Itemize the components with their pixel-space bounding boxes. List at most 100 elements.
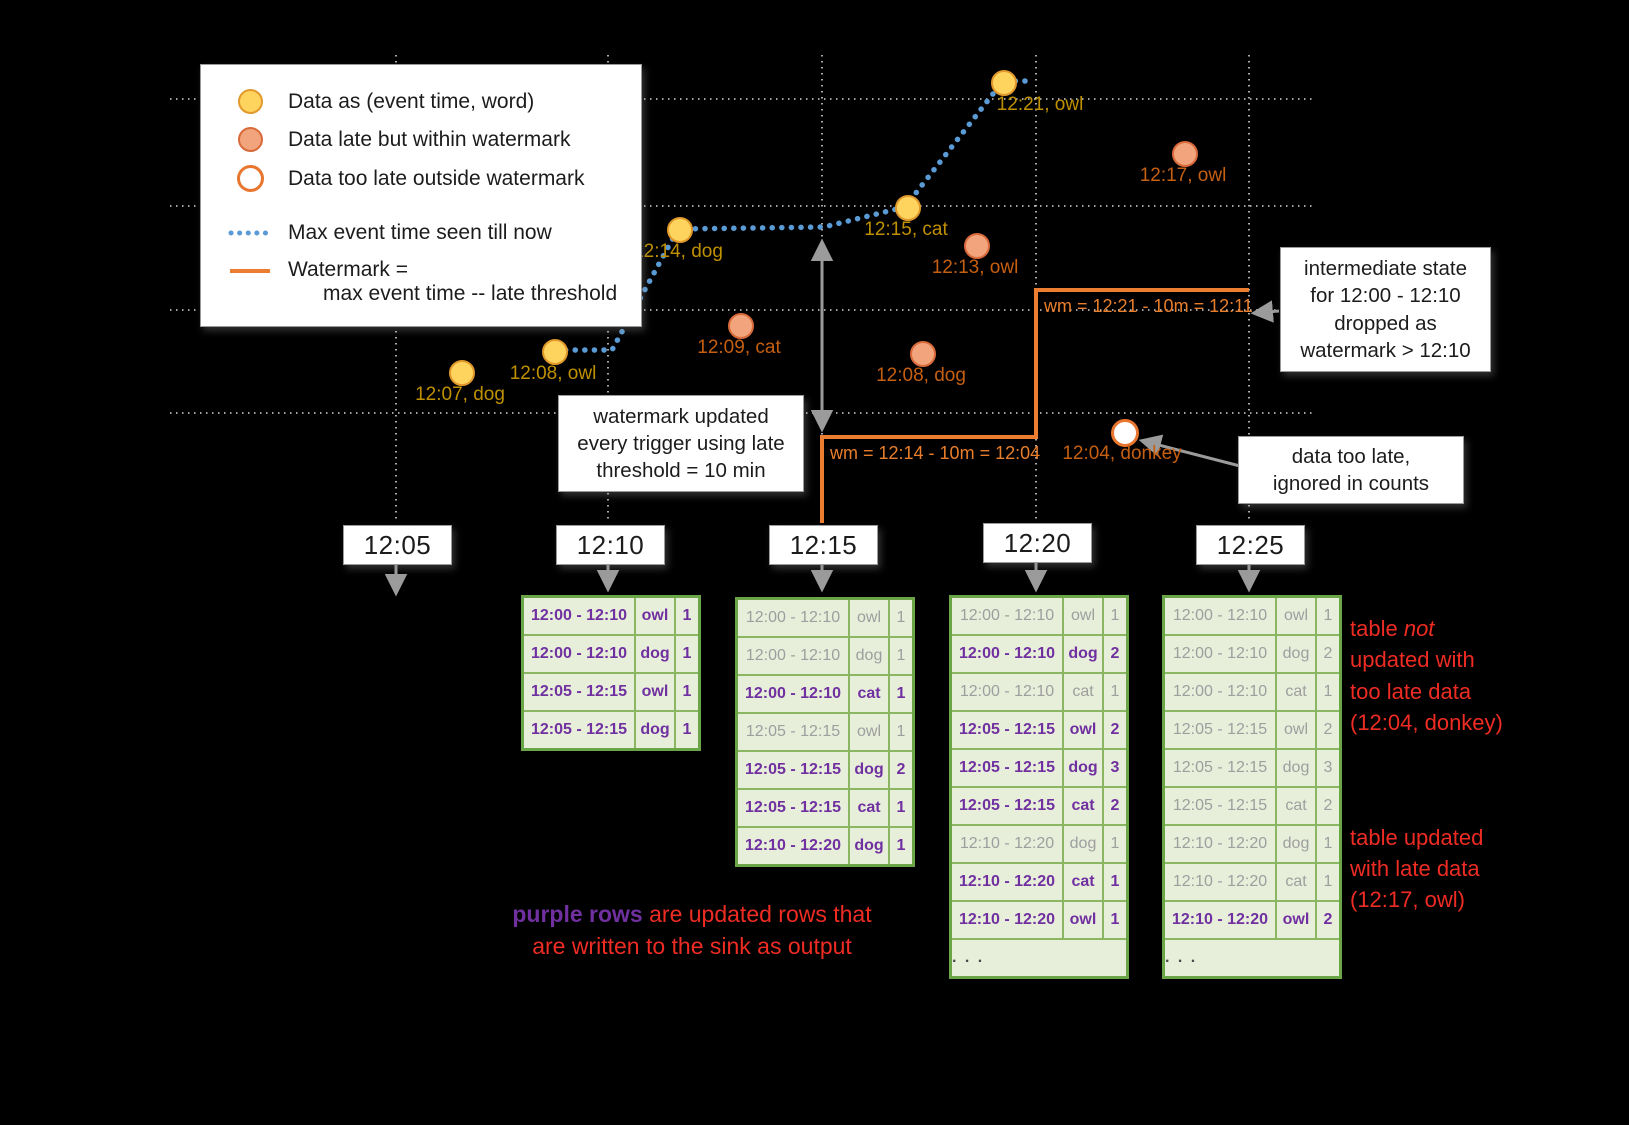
table-row: 12:10 - 12:20 dog 1 (738, 826, 912, 864)
table-row: 12:05 - 12:15 owl 2 (1165, 710, 1339, 748)
count-cell: 2 (1315, 636, 1339, 672)
word-cell: owl (1062, 712, 1102, 748)
word-cell: dog (848, 638, 888, 674)
toolate-point-icon (236, 165, 264, 192)
too-late-arrow (1138, 434, 1241, 468)
table-row: 12:10 - 12:20 cat 1 (952, 862, 1126, 900)
count-cell: 2 (888, 752, 912, 788)
trigger-time-12-10: 12:10 (556, 525, 665, 565)
word-cell: cat (1062, 864, 1102, 900)
legend-item-max-event: Max event time seen till now (227, 221, 623, 245)
window-cell: 12:00 - 12:10 (1172, 645, 1268, 662)
count-cell: 1 (674, 598, 698, 634)
ontime-dot-icon (895, 195, 921, 221)
window-cell: 12:05 - 12:15 (744, 799, 842, 816)
count-cell: 1 (1315, 864, 1339, 900)
trigger-time-12-05: 12:05 (343, 525, 452, 565)
window-cell: 12:00 - 12:10 (958, 645, 1056, 662)
window-cell: 12:05 - 12:15 (744, 761, 842, 778)
legend-label: Max event time seen till now (288, 221, 552, 244)
late-dot-icon (1172, 141, 1198, 167)
word-cell: owl (1275, 712, 1315, 748)
trigger-time-12-15: 12:15 (769, 525, 878, 565)
window-cell: 12:00 - 12:10 (959, 683, 1055, 700)
annotation-purple-rows: purple rows are updated rows that are wr… (492, 866, 892, 963)
table-row: 12:00 - 12:10 owl 1 (524, 598, 698, 634)
count-cell: 1 (888, 790, 912, 826)
count-cell: 1 (1102, 598, 1126, 634)
table-row: 12:00 - 12:10 owl 1 (952, 598, 1126, 634)
table-row: 12:10 - 12:20 dog 1 (952, 824, 1126, 862)
table-row: 12:05 - 12:15 dog 3 (1165, 748, 1339, 786)
table-row: 12:10 - 12:20 cat 1 (1165, 862, 1339, 900)
word-cell: owl (1062, 902, 1102, 938)
window-cell: 12:05 - 12:15 (958, 797, 1056, 814)
table-row: 12:05 - 12:15 owl 1 (738, 712, 912, 750)
window-cell: 12:00 - 12:10 (744, 685, 842, 702)
legend-item-watermark: Watermark = max event time -- late thres… (227, 258, 623, 306)
table-row: 12:05 - 12:15 owl 1 (524, 672, 698, 710)
window-cell: 12:05 - 12:15 (1172, 759, 1268, 776)
window-cell: 12:05 - 12:15 (745, 723, 841, 740)
point-label: 12:08, owl (509, 363, 597, 384)
count-cell: 1 (888, 714, 912, 750)
ontime-dot-icon (542, 339, 568, 365)
count-cell: 1 (674, 674, 698, 710)
count-cell (1022, 940, 1126, 976)
word-cell: dog (634, 712, 674, 748)
table-row: . . . (1165, 938, 1339, 976)
ontime-dot-icon (991, 70, 1017, 96)
late-dot-icon (728, 313, 754, 339)
count-cell: 1 (1102, 674, 1126, 710)
point-label: 12:09, cat (697, 337, 781, 358)
point-label: 12:21, owl (996, 94, 1084, 115)
legend-item-ontime: Data as (event time, word) (227, 89, 623, 114)
legend: Data as (event time, word) Data late but… (200, 64, 642, 327)
word-cell: owl (634, 674, 674, 710)
intermediate-state-callout: intermediate state for 12:00 - 12:10 dro… (1280, 247, 1491, 372)
table-row: 12:10 - 12:20 owl 2 (1165, 900, 1339, 938)
word-cell: cat (1062, 674, 1102, 710)
count-cell: 2 (1102, 788, 1126, 824)
word-cell (1197, 940, 1235, 976)
word-cell: cat (1275, 674, 1315, 710)
word-cell: dog (1275, 750, 1315, 786)
watermark-line-icon (230, 269, 270, 273)
legend-item-toolate: Data too late outside watermark (227, 165, 623, 192)
window-cell: . . . (952, 949, 985, 966)
window-cell: 12:10 - 12:20 (1172, 835, 1268, 852)
count-cell: 1 (674, 636, 698, 672)
trigger-time-12-20: 12:20 (983, 523, 1092, 563)
table-row: 12:05 - 12:15 dog 1 (524, 710, 698, 748)
word-cell: cat (1275, 788, 1315, 824)
max-event-line-icon (228, 230, 272, 236)
window-cell: 12:10 - 12:20 (958, 911, 1056, 928)
window-cell: 12:00 - 12:10 (530, 645, 628, 662)
table-row: 12:10 - 12:20 dog 1 (1165, 824, 1339, 862)
count-cell: 2 (1102, 712, 1126, 748)
count-cell: 1 (1102, 864, 1126, 900)
table-row: 12:00 - 12:10 cat 1 (952, 672, 1126, 710)
window-cell: 12:10 - 12:20 (1172, 873, 1268, 890)
point-label: 12:13, owl (931, 257, 1019, 278)
annotation-text: updated with too late data (12:04, donke… (1350, 647, 1503, 735)
legend-label: Data as (event time, word) (288, 89, 535, 113)
table-row: 12:05 - 12:15 owl 2 (952, 710, 1126, 748)
count-cell: 1 (1315, 598, 1339, 634)
window-cell: 12:05 - 12:15 (1172, 721, 1268, 738)
count-cell (1235, 940, 1339, 976)
word-cell: dog (848, 828, 888, 864)
count-cell: 1 (888, 828, 912, 864)
table-row: 12:05 - 12:15 cat 2 (952, 786, 1126, 824)
word-cell: dog (1275, 636, 1315, 672)
table-row: 12:00 - 12:10 cat 1 (738, 674, 912, 712)
word-cell: dog (1062, 636, 1102, 672)
purple-rows-rest: are updated rows that are written to the… (532, 901, 872, 960)
annotation-not-updated: table not updated with too late data (12… (1350, 582, 1560, 738)
count-cell: 1 (674, 712, 698, 748)
word-cell: owl (848, 714, 888, 750)
legend-label: Data too late outside watermark (288, 166, 585, 190)
result-table-12-15: 12:00 - 12:10 owl 1 12:00 - 12:10 dog 1 … (735, 597, 915, 867)
legend-label: Watermark = max event time -- late thres… (288, 258, 618, 305)
